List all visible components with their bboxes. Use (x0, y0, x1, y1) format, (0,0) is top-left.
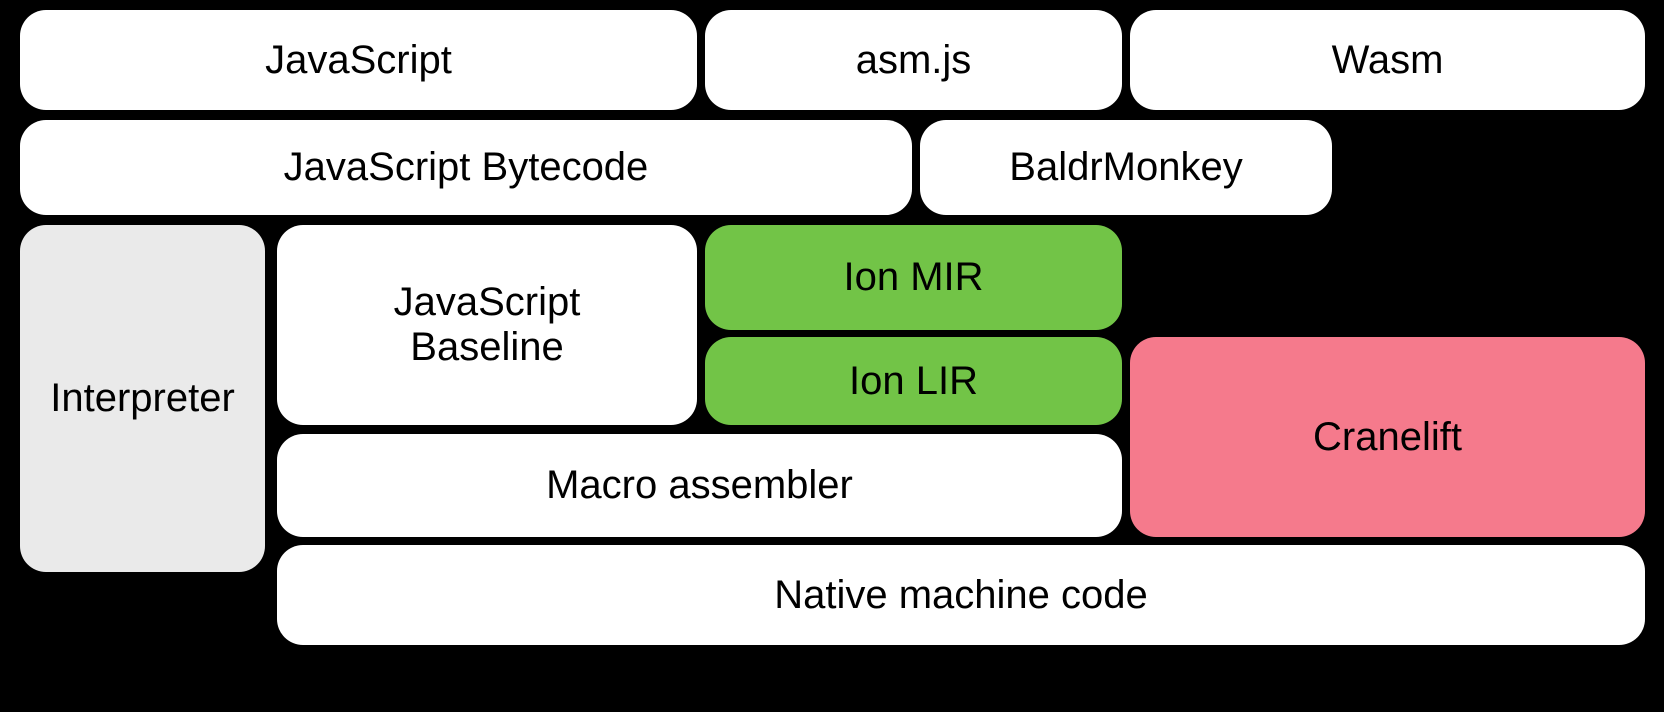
node-ion-mir: Ion MIR (705, 225, 1122, 330)
node-ion-lir: Ion LIR (705, 337, 1122, 425)
node-cranelift: Cranelift (1130, 337, 1645, 537)
node-javascript-baseline: JavaScript Baseline (277, 225, 697, 425)
node-asm-js: asm.js (705, 10, 1122, 110)
node-native-machine-code: Native machine code (277, 545, 1645, 645)
node-interpreter: Interpreter (20, 225, 265, 572)
node-baldrmonkey: BaldrMonkey (920, 120, 1332, 215)
node-wasm: Wasm (1130, 10, 1645, 110)
node-javascript-bytecode: JavaScript Bytecode (20, 120, 912, 215)
node-macro-assembler: Macro assembler (277, 434, 1122, 537)
node-javascript: JavaScript (20, 10, 697, 110)
